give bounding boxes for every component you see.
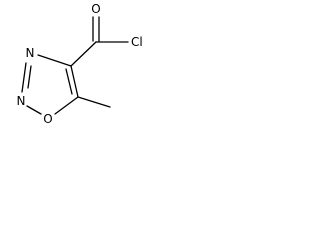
bond-c5-c4-double-inner <box>65 68 73 95</box>
bond-n3-n2-double <box>21 62 27 93</box>
bond-o1-c5 <box>54 96 79 115</box>
atom-o-carbonyl: O <box>91 2 100 16</box>
bond-c5-c4-double <box>70 65 79 98</box>
chemical-structure: N N O O Cl <box>17 2 143 126</box>
bond-n2-o1 <box>26 105 42 115</box>
bond-c5-methyl <box>77 96 111 108</box>
bond-c4-c6 <box>70 41 97 67</box>
atom-cl: Cl <box>131 35 143 49</box>
atom-n3: N <box>26 46 35 60</box>
atom-o1: O <box>43 112 52 126</box>
atom-n2: N <box>17 94 26 108</box>
bond-c4-n3 <box>37 54 72 67</box>
bond-n3-n2-double-inner <box>27 65 32 89</box>
